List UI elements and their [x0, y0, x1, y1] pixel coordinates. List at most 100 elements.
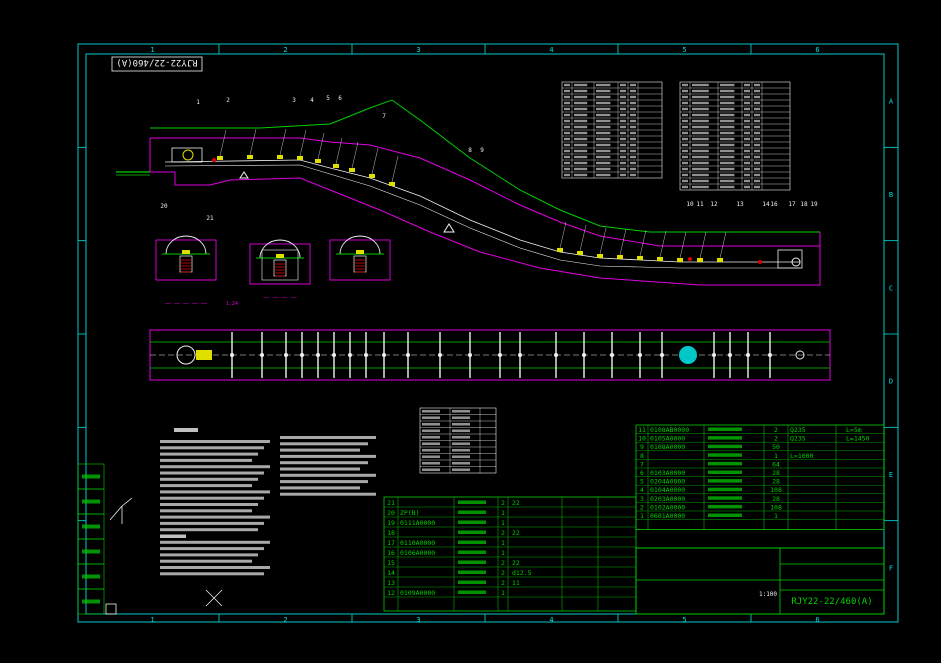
part-code: 0601A0000 [650, 512, 685, 520]
tunnel-outline-upper [149, 138, 821, 286]
zone-col-label: 5 [682, 46, 686, 54]
leader-label: 13 [736, 201, 744, 208]
idler-roller [657, 257, 663, 261]
idler-roller [297, 156, 303, 160]
section-caption-2: ── ── ── ── [262, 295, 297, 301]
leader-label: 20 [160, 203, 168, 210]
idler-roller [333, 164, 339, 168]
part-code: 0204A0000 [650, 478, 685, 486]
leader-label: 17 [788, 201, 796, 208]
part-qty: 2 [501, 579, 505, 587]
spec-table-1 [561, 81, 663, 179]
support-hook-2 [443, 223, 455, 233]
section-scale-label: 1:24 [226, 301, 238, 307]
drawing-stamp-box [111, 56, 203, 72]
idler-roller [389, 182, 395, 186]
drawing-stamp: RJY22-22/460(A) [116, 57, 197, 67]
idler-roller [697, 258, 703, 262]
leader-label: 1 [196, 99, 200, 106]
part-qty: 108 [770, 503, 782, 511]
leader-label: 2 [226, 97, 230, 104]
part-no: 20 [387, 509, 395, 517]
part-qty: 1 [501, 589, 505, 597]
part-material: 22 [512, 529, 520, 537]
part-no: 2 [640, 503, 644, 511]
part-no: 18 [387, 529, 395, 537]
idler-roller [677, 258, 683, 262]
section-caption-1: ── ── ── ── ── [164, 301, 208, 307]
idler-roller [349, 168, 355, 172]
zone-col-label: 2 [283, 46, 287, 54]
part-no: 14 [387, 569, 395, 577]
part-no: 4 [640, 486, 644, 494]
idler-roller [247, 155, 253, 159]
idler-roller [637, 256, 643, 260]
zone-row-label: A [889, 98, 894, 106]
leader-label: 7 [382, 113, 386, 120]
part-qty: 1 [501, 539, 505, 547]
red-marker-3 [758, 260, 762, 264]
part-code: 0105A0000 [650, 435, 685, 443]
part-no: 11 [638, 426, 646, 434]
leader-label: 4 [310, 97, 314, 104]
leader-label: 18 [800, 201, 808, 208]
plan-view [149, 329, 831, 381]
zone-col-label: 1 [150, 46, 154, 54]
zone-col-label: 3 [416, 616, 420, 624]
idler-roller [597, 254, 603, 258]
plan-idler-positions [230, 332, 772, 378]
zone-col-label: 6 [815, 46, 819, 54]
zone-row-label: C [889, 284, 893, 292]
part-no: 9 [640, 443, 644, 451]
upper-rail-green [150, 99, 820, 233]
leader-label: 6 [338, 95, 342, 102]
zone-col-label: 1 [150, 616, 154, 624]
part-code: 0109A0000 [400, 589, 435, 597]
part-qty: 1 [501, 519, 505, 527]
zone-row-label: D [889, 378, 893, 386]
part-material: 22 [512, 499, 520, 507]
part-qty: 28 [772, 469, 780, 477]
support-hook [239, 171, 249, 179]
tunnel-outline-inner [150, 137, 820, 247]
zone-col-label: 2 [283, 616, 287, 624]
leader-label: 21 [206, 215, 214, 222]
plan-tail-pulley-icon [176, 345, 196, 365]
part-material: Q235 [790, 435, 806, 443]
leader-label: 5 [326, 95, 330, 102]
plan-head-pulley-icon [679, 346, 697, 364]
idler-roller [557, 248, 563, 252]
technical-notes [160, 428, 376, 576]
leader-label: 16 [770, 201, 778, 208]
crosshair-icon [205, 589, 223, 607]
part-no: 8 [640, 452, 644, 460]
idler-roller [277, 155, 283, 159]
title-block-scale: 1:100 [759, 591, 777, 598]
part-qty: 1 [501, 549, 505, 557]
part-note: L=5m [846, 426, 862, 434]
part-qty: 2 [501, 499, 505, 507]
leader-label: 14 [762, 201, 770, 208]
part-no: 15 [387, 559, 395, 567]
title-block: RJY22-22/460(A) 1:100 [635, 547, 885, 615]
tail-pulley-icon [182, 149, 194, 161]
zone-col-label: 4 [549, 46, 553, 54]
leader-label: 11 [696, 201, 704, 208]
part-qty: 28 [772, 478, 780, 486]
tail-drive [171, 147, 203, 163]
part-no: 6 [640, 469, 644, 477]
part-no: 13 [387, 579, 395, 587]
zone-row-label: B [889, 191, 893, 199]
part-code: 0108AB0000 [650, 426, 689, 434]
leader-label: 12 [710, 201, 718, 208]
part-qty: 1 [774, 512, 778, 520]
idler-roller [717, 258, 723, 262]
part-material: L=1000 [790, 452, 814, 460]
idler-roller [315, 159, 321, 163]
part-no: 1 [640, 512, 644, 520]
